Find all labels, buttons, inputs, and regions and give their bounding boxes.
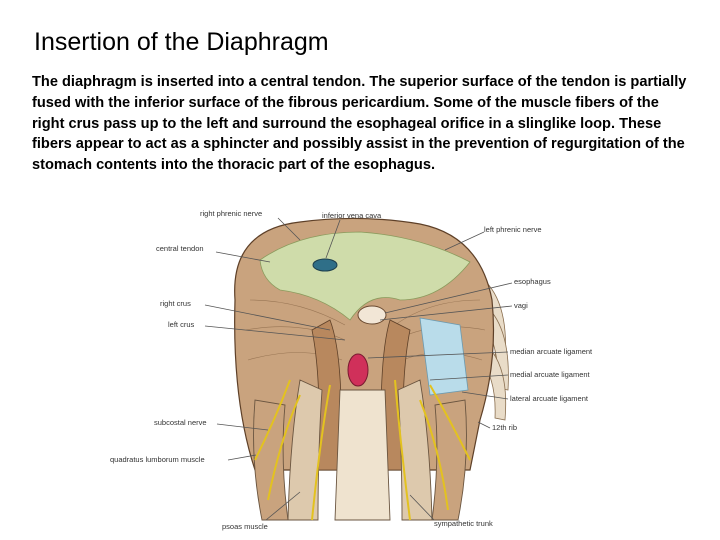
label-left-crus: left crus — [168, 320, 195, 329]
label-right-crus: right crus — [160, 299, 191, 308]
label-central-tendon: central tendon — [156, 244, 204, 253]
label-vagi: vagi — [514, 301, 528, 310]
psoas-and-spine — [253, 379, 467, 521]
label-inferior-vena-cava: inferior vena cava — [322, 211, 382, 220]
figure-labels: right phrenic nerve inferior vena cava l… — [110, 209, 593, 531]
label-12th-rib: 12th rib — [492, 423, 517, 432]
aortic-opening — [347, 353, 369, 387]
label-medial-arcuate-ligament: medial arcuate ligament — [510, 370, 591, 379]
label-right-phrenic-nerve: right phrenic nerve — [200, 209, 262, 218]
label-sympathetic-trunk: sympathetic trunk — [434, 519, 493, 528]
label-lateral-arcuate-ligament: lateral arcuate ligament — [510, 394, 589, 403]
label-esophagus: esophagus — [514, 277, 551, 286]
label-subcostal-nerve: subcostal nerve — [154, 418, 207, 427]
label-psoas-muscle: psoas muscle — [222, 522, 268, 531]
label-left-phrenic-nerve: left phrenic nerve — [484, 225, 542, 234]
nerves — [254, 379, 471, 521]
quadratus-lumborum-region — [419, 317, 469, 396]
esophageal-orifice — [357, 305, 387, 325]
slide-body-text: The diaphragm is inserted into a central… — [32, 74, 687, 174]
slide-title: Insertion of the Diaphragm — [34, 28, 329, 56]
inferior-vena-cava-opening — [312, 258, 338, 272]
label-median-arcuate-ligament: median arcuate ligament — [510, 347, 593, 356]
label-quadratus-lumborum-muscle: quadratus lumborum muscle — [110, 455, 205, 464]
